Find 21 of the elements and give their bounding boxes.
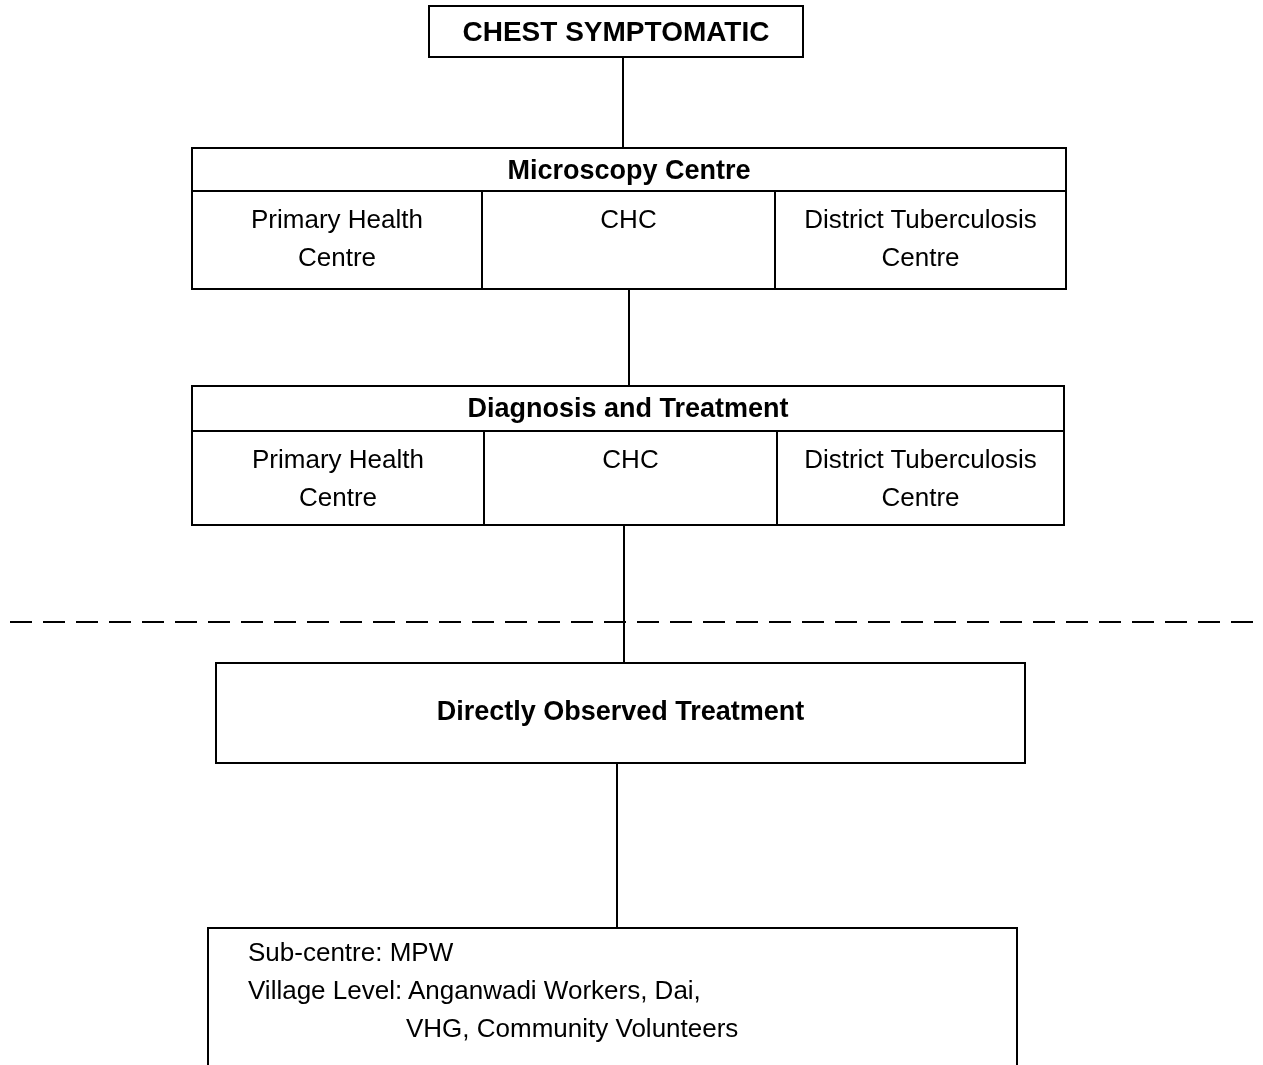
- box-label: District Tuberculosis Centre: [803, 203, 1038, 274]
- process-box: [207, 927, 1018, 1065]
- box-label: District Tuberculosis Centre: [803, 443, 1038, 514]
- group-box: [191, 385, 1065, 526]
- connector-line: [622, 57, 624, 148]
- box-label: Directly Observed Treatment: [435, 695, 806, 728]
- process-box: [215, 662, 1026, 764]
- box-text: Village Level: Anganwadi Workers, Dai, VHG, Community Volunteers: [248, 974, 740, 1045]
- heading-text: Microscopy Centre: [506, 154, 752, 187]
- box-label: CHC: [601, 443, 660, 476]
- connector-line: [628, 289, 630, 386]
- box-label: CHC: [599, 203, 658, 236]
- heading-text: CHEST SYMPTOMATIC: [461, 15, 771, 49]
- title-box: [428, 5, 804, 58]
- box-label: Primary Health Centre: [251, 443, 425, 514]
- box-label: Primary Health Centre: [250, 203, 424, 274]
- box-text: Sub-centre: MPW: [248, 936, 454, 969]
- heading-text: Diagnosis and Treatment: [466, 392, 790, 425]
- group-box: [191, 147, 1067, 290]
- connector-line: [623, 525, 625, 663]
- connector-line: [616, 763, 618, 928]
